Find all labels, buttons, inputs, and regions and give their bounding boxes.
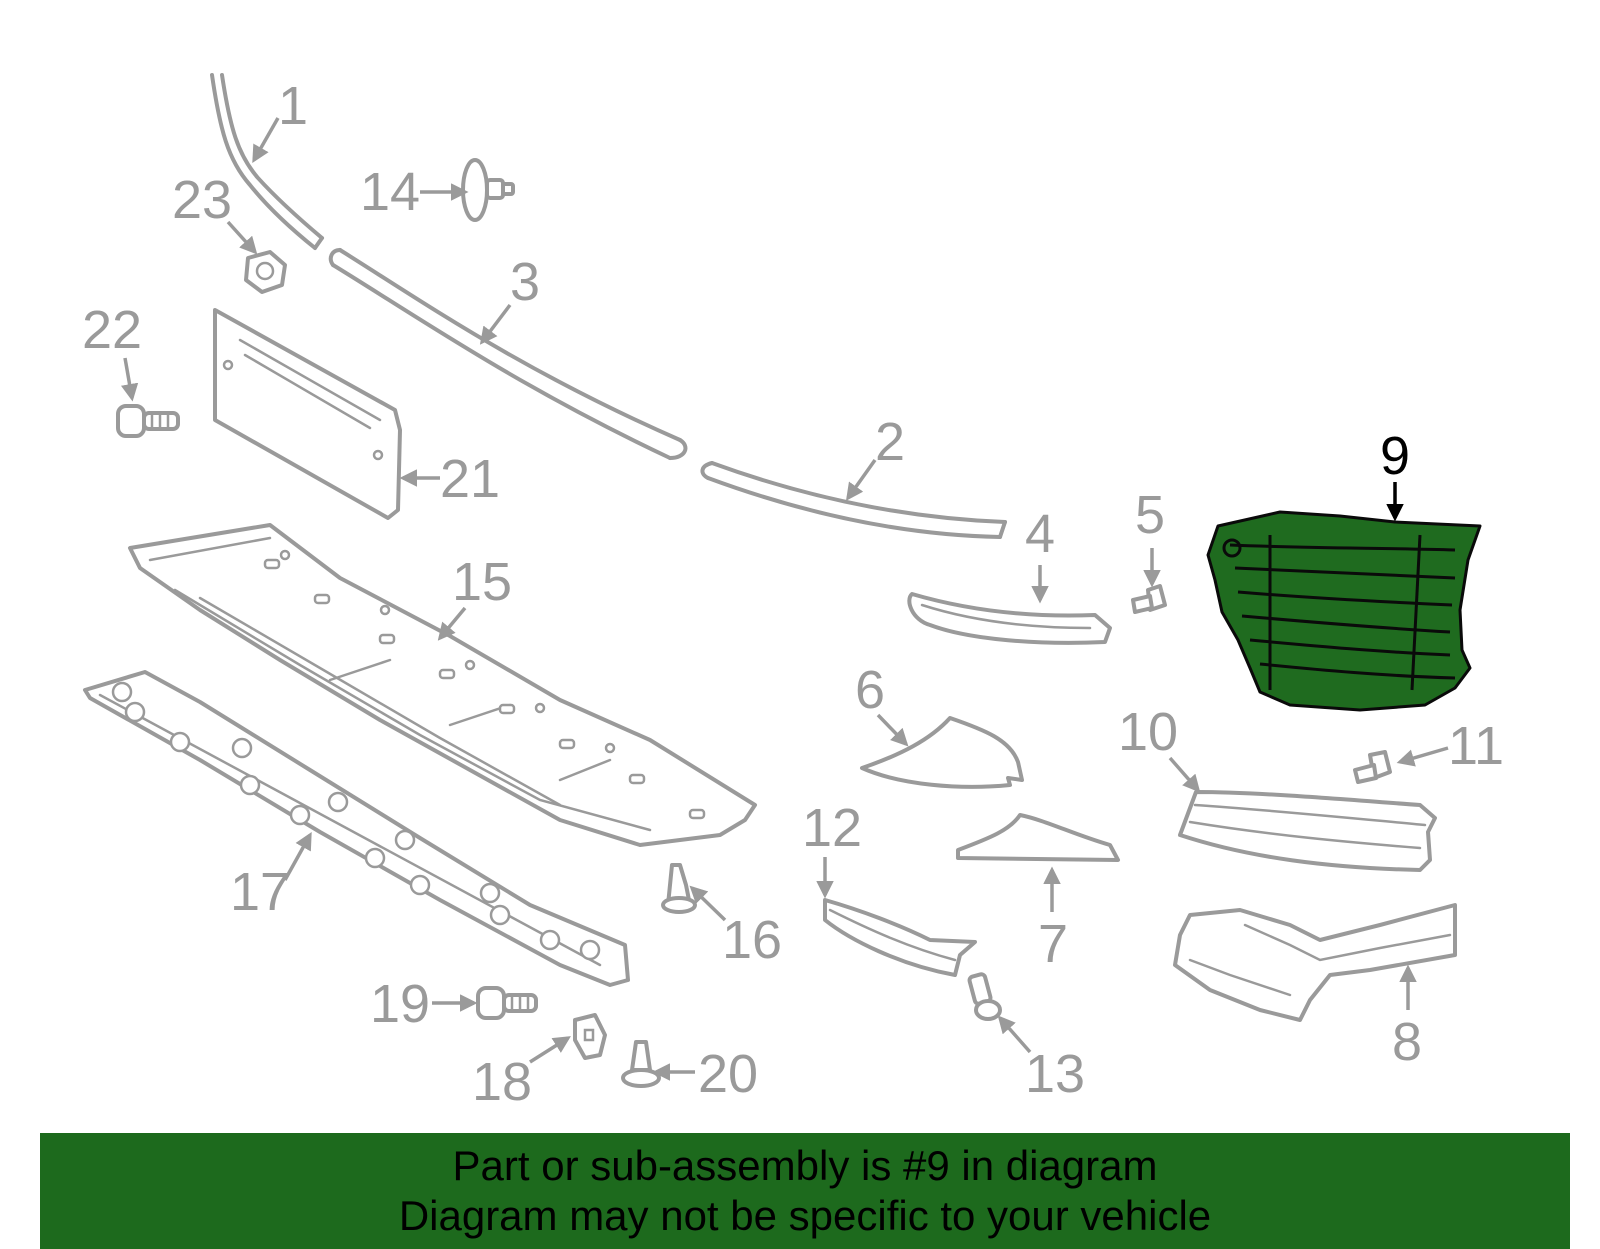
part-6-deflector[interactable] xyxy=(860,716,1024,789)
callout-22[interactable]: 22 xyxy=(82,300,142,360)
part-19-bolt[interactable] xyxy=(476,986,538,1020)
callout-15[interactable]: 15 xyxy=(452,552,512,612)
callout-2[interactable]: 2 xyxy=(875,412,905,472)
part-13-bolt[interactable] xyxy=(967,972,1002,1021)
callout-3[interactable]: 3 xyxy=(510,252,540,312)
part-2-lower-molding[interactable] xyxy=(700,461,1007,539)
part-5-screw[interactable] xyxy=(1131,584,1167,614)
callout-12[interactable]: 12 xyxy=(802,798,862,858)
part-8-air-duct[interactable] xyxy=(1173,903,1457,1022)
callout-8[interactable]: 8 xyxy=(1392,1012,1422,1072)
part-16-push-pin[interactable] xyxy=(661,863,697,914)
info-banner: Part or sub-assembly is #9 in diagram Di… xyxy=(40,1133,1570,1249)
part-18-clip-nut[interactable] xyxy=(573,1013,607,1060)
callout-20[interactable]: 20 xyxy=(698,1044,758,1104)
part-10-side-molding[interactable] xyxy=(1178,790,1437,872)
callout-17[interactable]: 17 xyxy=(230,862,290,922)
leader-lines xyxy=(120,117,1449,1081)
callout-21[interactable]: 21 xyxy=(440,449,500,509)
callout-5[interactable]: 5 xyxy=(1135,485,1165,545)
callout-1[interactable]: 1 xyxy=(278,76,308,136)
part-12-lower-trim[interactable] xyxy=(823,898,977,977)
part-21-license-bracket[interactable] xyxy=(213,308,402,520)
callout-labels: 1 14 23 3 22 21 2 9 5 4 15 6 10 11 12 7 … xyxy=(82,76,1504,1112)
part-14-clip[interactable] xyxy=(461,158,515,222)
part-15-lower-cover[interactable] xyxy=(128,523,757,847)
callout-16[interactable]: 16 xyxy=(722,910,782,970)
callout-18[interactable]: 18 xyxy=(472,1052,532,1112)
callout-11[interactable]: 11 xyxy=(1448,716,1504,776)
callout-19[interactable]: 19 xyxy=(370,974,430,1034)
callout-10[interactable]: 10 xyxy=(1118,702,1178,762)
callout-13[interactable]: 13 xyxy=(1025,1044,1085,1104)
part-22-bolt[interactable] xyxy=(116,404,180,438)
parts-diagram: 1 14 23 3 22 21 2 9 5 4 15 6 10 11 12 7 … xyxy=(82,73,1504,1112)
part-1-upper-molding[interactable] xyxy=(210,73,324,250)
banner-line-part: Part or sub-assembly is #9 in diagram xyxy=(452,1142,1158,1189)
callout-23[interactable]: 23 xyxy=(172,170,232,230)
part-20-push-rivet[interactable] xyxy=(621,1040,661,1088)
callout-6[interactable]: 6 xyxy=(855,660,885,720)
part-17-reinforcement[interactable] xyxy=(83,670,630,987)
callout-4[interactable]: 4 xyxy=(1025,504,1055,564)
callout-7[interactable]: 7 xyxy=(1038,914,1068,974)
banner-line-disclaimer: Diagram may not be specific to your vehi… xyxy=(398,1192,1212,1239)
part-11-screw[interactable] xyxy=(1353,750,1392,784)
callout-14[interactable]: 14 xyxy=(360,162,420,222)
part-7-deflector[interactable] xyxy=(956,813,1120,862)
part-23-nut[interactable] xyxy=(244,250,287,294)
callout-9[interactable]: 9 xyxy=(1380,426,1410,486)
part-9-grille-highlighted[interactable] xyxy=(1206,510,1482,712)
part-4-trim-strip[interactable] xyxy=(907,592,1112,645)
